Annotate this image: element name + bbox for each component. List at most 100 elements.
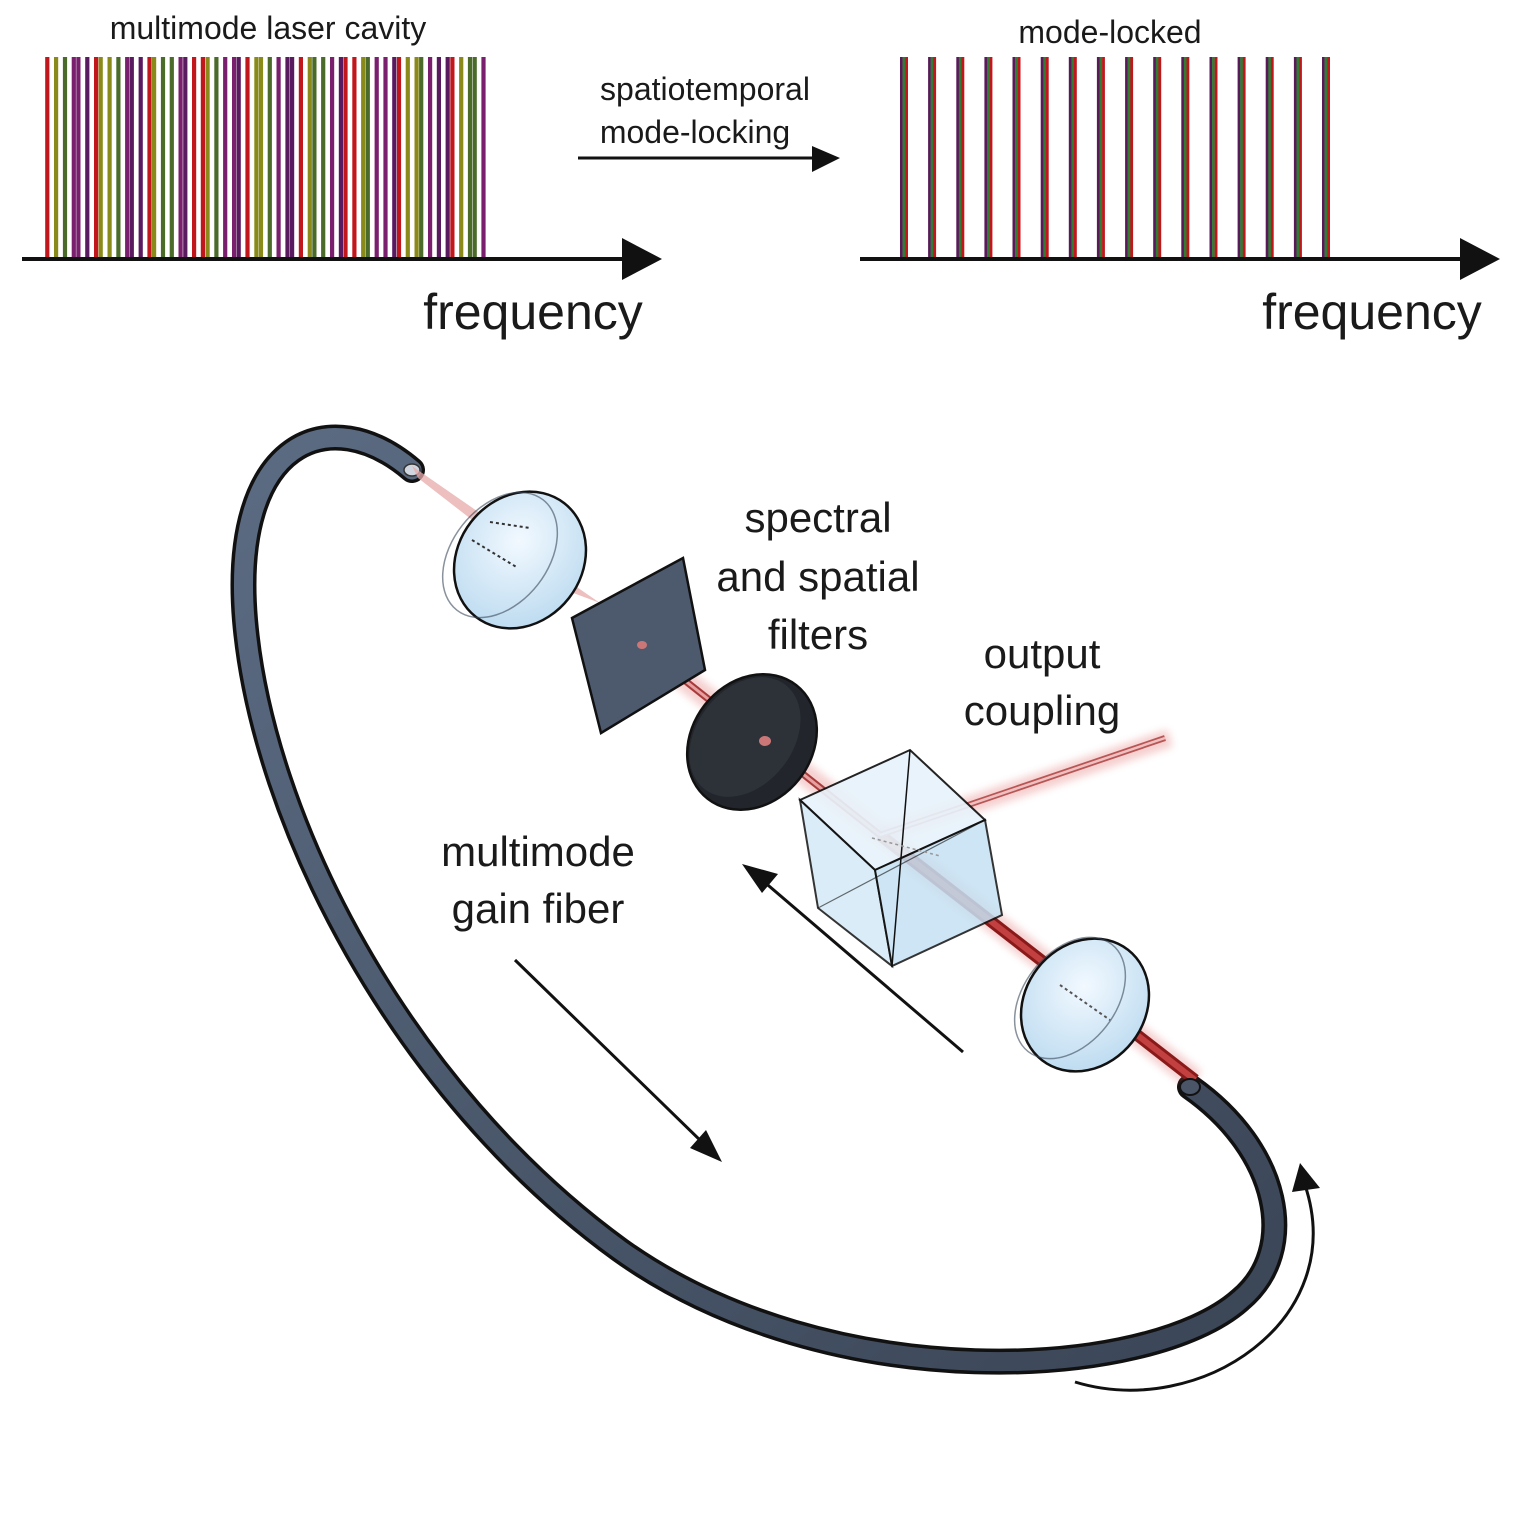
mode-locked-line bbox=[1125, 57, 1134, 258]
mode-locked-line bbox=[1209, 57, 1218, 258]
spectral-line bbox=[459, 57, 464, 258]
spectral-line bbox=[129, 57, 134, 258]
right-axis-label: frequency bbox=[1262, 284, 1482, 340]
spectral-line bbox=[116, 57, 121, 258]
spectral-line bbox=[419, 57, 424, 258]
filter-plate-aperture bbox=[637, 641, 647, 649]
spectral-line bbox=[285, 57, 290, 258]
fiber-end-right bbox=[1179, 1078, 1201, 1096]
spectral-line bbox=[232, 57, 237, 258]
transition-label-line1: spatiotemporal bbox=[600, 71, 810, 107]
spectral-line bbox=[481, 57, 486, 258]
spectral-line bbox=[290, 57, 295, 258]
multimode-gain-fiber bbox=[230, 424, 1288, 1375]
right-axis-arrowhead bbox=[1460, 238, 1500, 280]
fiber-label-line1: multimode bbox=[441, 828, 635, 875]
transition-arrowhead bbox=[812, 146, 840, 172]
spectral-line bbox=[428, 57, 433, 258]
right-spectrum-title: mode-locked bbox=[1018, 14, 1201, 50]
mode-locked-spectrum-lines bbox=[900, 57, 1330, 258]
mode-locked-line bbox=[1068, 57, 1077, 258]
spectral-line bbox=[396, 57, 402, 258]
filters-label-line2: and spatial bbox=[716, 553, 919, 600]
mode-locked-line bbox=[1096, 57, 1105, 258]
spectral-line bbox=[245, 57, 250, 258]
mode-locked-line bbox=[1237, 57, 1246, 258]
mode-locked-line bbox=[900, 57, 908, 258]
filters-label-line1: spectral bbox=[744, 494, 891, 541]
spectral-line bbox=[125, 57, 130, 258]
output-coupler-cube bbox=[798, 748, 1004, 969]
mode-locked-line bbox=[984, 57, 993, 258]
propagation-arrowhead-curved bbox=[1292, 1163, 1320, 1192]
spectral-line bbox=[183, 57, 188, 258]
spectral-line bbox=[467, 57, 473, 258]
mode-locked-line bbox=[1181, 57, 1190, 258]
spectral-line bbox=[94, 57, 99, 258]
spectral-line bbox=[298, 57, 303, 258]
lens-lower bbox=[1013, 936, 1151, 1073]
spectral-line bbox=[200, 57, 205, 258]
filters-label-line3: filters bbox=[768, 611, 868, 658]
spectral-line bbox=[405, 57, 410, 258]
mode-locked-line bbox=[1153, 57, 1162, 258]
mode-locked-line bbox=[1265, 57, 1274, 258]
spectral-line bbox=[147, 57, 152, 258]
left-spectrum-title: multimode laser cavity bbox=[110, 10, 427, 46]
spectral-line bbox=[45, 57, 50, 258]
spectral-line bbox=[258, 57, 264, 258]
spectral-line bbox=[205, 57, 210, 258]
spectral-line bbox=[392, 57, 397, 258]
spectral-line bbox=[361, 57, 366, 258]
spectral-line bbox=[267, 57, 272, 258]
spectral-line bbox=[138, 57, 143, 258]
spectral-line bbox=[365, 57, 370, 258]
spectral-line bbox=[214, 57, 219, 258]
spectral-line bbox=[169, 57, 174, 258]
transition-label-line2: mode-locking bbox=[600, 114, 790, 150]
spectral-line bbox=[472, 57, 477, 258]
spectral-line bbox=[436, 57, 441, 258]
left-axis-label: frequency bbox=[423, 284, 643, 340]
mode-locked-line bbox=[1322, 57, 1330, 258]
mode-locked-line bbox=[1293, 57, 1302, 258]
spectral-line bbox=[445, 57, 450, 258]
spectral-line bbox=[330, 57, 335, 258]
spatial-filter-disk bbox=[685, 673, 819, 811]
propagation-arrowhead-lower bbox=[690, 1130, 722, 1162]
spectral-line bbox=[307, 57, 312, 258]
propagation-arrow-lower bbox=[513, 958, 707, 1147]
spectral-line bbox=[76, 57, 81, 258]
spectral-line bbox=[352, 57, 357, 258]
beam-cone-left bbox=[412, 466, 600, 603]
propagation-arrow-upper bbox=[761, 878, 964, 1054]
propagation-arrow-curved bbox=[1074, 1184, 1315, 1392]
propagation-arrowhead-upper bbox=[742, 864, 778, 893]
spectral-line bbox=[343, 57, 348, 258]
spectral-line bbox=[312, 57, 317, 258]
output-label-line2: coupling bbox=[964, 687, 1120, 734]
mode-locked-line bbox=[956, 57, 965, 258]
output-label-line1: output bbox=[984, 630, 1101, 677]
spectral-line bbox=[71, 57, 76, 258]
mode-locked-line bbox=[1012, 57, 1021, 258]
spectral-line bbox=[107, 57, 112, 258]
spectral-line bbox=[321, 57, 326, 258]
spectral-line bbox=[450, 57, 455, 258]
mode-locked-line bbox=[928, 57, 937, 258]
left-axis-arrowhead bbox=[622, 238, 662, 280]
spectral-line bbox=[62, 57, 68, 258]
spectral-line bbox=[338, 57, 343, 258]
spectral-line bbox=[276, 57, 281, 258]
spectral-line bbox=[178, 57, 183, 258]
spectral-line bbox=[383, 57, 388, 258]
spectral-line bbox=[192, 57, 197, 258]
spectral-line bbox=[98, 57, 103, 258]
mode-locked-line bbox=[1040, 57, 1049, 258]
spectral-line bbox=[374, 57, 379, 258]
fiber-label-line2: gain fiber bbox=[452, 885, 625, 932]
spectral-line bbox=[54, 57, 59, 258]
spectral-line bbox=[236, 57, 241, 258]
